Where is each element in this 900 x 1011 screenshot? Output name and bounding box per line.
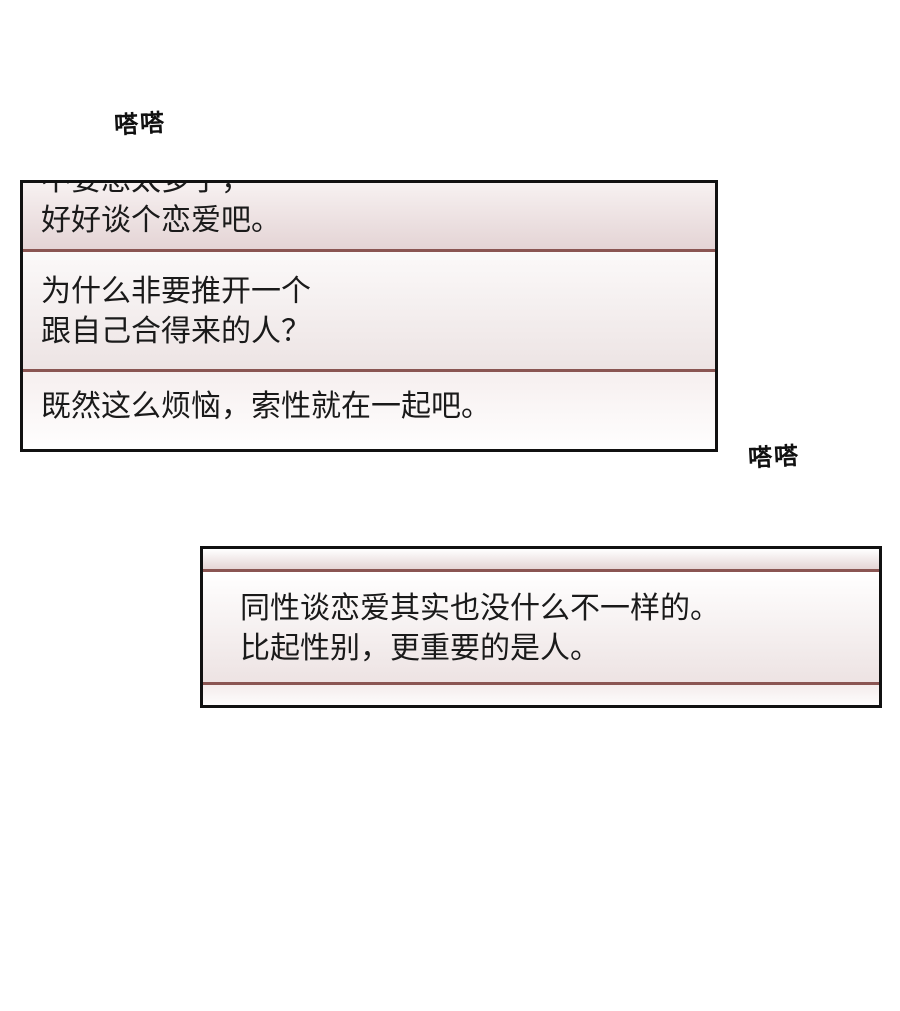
caption-text: 跟自己合得来的人？ — [41, 314, 311, 349]
caption-segment — [203, 549, 879, 572]
caption-text: 比起性别，更重要的是人。 — [240, 631, 600, 666]
caption-text-cut-off: 不要想太多了， — [41, 180, 251, 198]
caption-segment: 不要想太多了， 好好谈个恋爱吧。 — [23, 183, 715, 252]
sound-effect-tap: 嗒嗒 — [113, 108, 167, 140]
caption-segment: 为什么非要推开一个 跟自己合得来的人？ — [23, 252, 715, 372]
caption-box-bottom: 同性谈恋爱其实也没什么不一样的。 比起性别，更重要的是人。 — [200, 546, 882, 708]
caption-text: 为什么非要推开一个 — [41, 274, 311, 309]
caption-segment: 同性谈恋爱其实也没什么不一样的。 比起性别，更重要的是人。 — [203, 572, 879, 685]
caption-text: 同性谈恋爱其实也没什么不一样的。 — [240, 591, 720, 626]
caption-segment: 既然这么烦恼，索性就在一起吧。 — [23, 372, 715, 449]
caption-segment — [203, 685, 879, 705]
caption-box-top: 不要想太多了， 好好谈个恋爱吧。 为什么非要推开一个 跟自己合得来的人？ 既然这… — [20, 180, 718, 452]
sound-effect-tap: 嗒嗒 — [747, 441, 801, 473]
caption-text: 好好谈个恋爱吧。 — [41, 203, 281, 238]
caption-text: 既然这么烦恼，索性就在一起吧。 — [41, 389, 491, 424]
